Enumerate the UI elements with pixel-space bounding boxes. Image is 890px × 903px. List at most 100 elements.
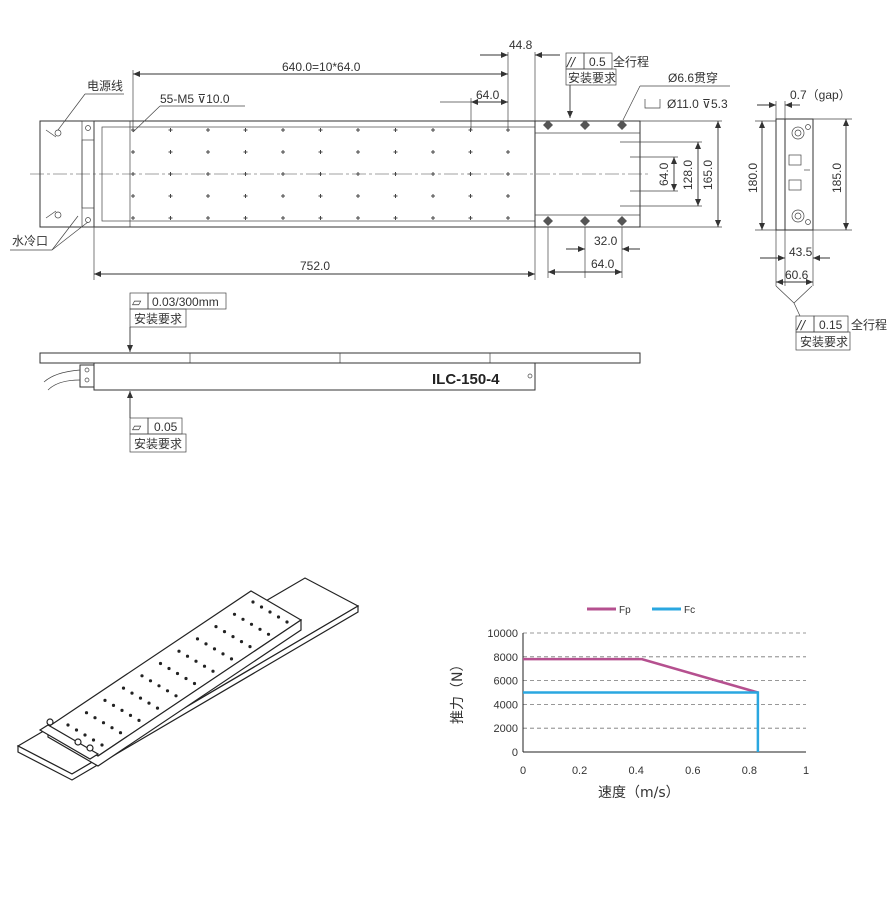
iso-hole: [165, 689, 170, 693]
legend-label-fp: Fp: [619, 605, 631, 616]
mount-hole: [318, 216, 323, 220]
svg-text:0.15: 0.15: [819, 318, 843, 332]
iso-hole: [221, 652, 225, 656]
dim-180: 180.0: [746, 163, 760, 193]
iso-hole: [118, 731, 123, 735]
y-tick-label: 10000: [487, 628, 518, 640]
tolerance-frame-parallel-0-15: // 0.15 全行程 安装要求: [795, 315, 887, 351]
gap-label: 0.7（gap）: [790, 88, 851, 102]
iso-hole: [232, 612, 237, 616]
iso-hole: [121, 686, 126, 690]
mount-hole: [206, 172, 210, 176]
iso-hole: [285, 620, 289, 624]
dim-64-top: 64.0: [476, 88, 500, 102]
iso-hole: [239, 640, 244, 644]
x-tick-label: 0: [520, 765, 526, 777]
svg-text:0.5: 0.5: [589, 55, 606, 69]
mount-hole: [168, 194, 173, 198]
iso-hole: [266, 632, 271, 636]
iso-hole: [101, 721, 106, 725]
mount-hole: [243, 172, 248, 176]
iso-hole: [229, 657, 234, 661]
iso-hole: [93, 716, 97, 720]
iso-hole: [194, 659, 198, 663]
mount-hole: [281, 194, 285, 198]
top-view: 640.0=10*64.0 44.8 64.0 55-M5 ⊽10.0 电源线 …: [10, 38, 730, 280]
dim-44-8: 44.8: [509, 38, 533, 52]
mount-hole: [356, 150, 360, 154]
iso-hole: [103, 698, 107, 703]
iso-hole: [110, 726, 114, 730]
mount-hole: [468, 194, 473, 198]
iso-hole: [74, 728, 79, 732]
mount-hole: [318, 150, 323, 154]
iso-hole: [258, 627, 262, 631]
mount-hole: [393, 150, 398, 154]
mount-hole: [206, 194, 210, 198]
dim-640: 640.0=10*64.0: [282, 60, 361, 74]
iso-hole: [248, 645, 252, 649]
iso-hole: [202, 664, 207, 668]
iso-hole: [212, 647, 217, 651]
water-cooling-label: 水冷口: [12, 234, 48, 248]
mount-hole: [318, 194, 323, 198]
iso-hole: [120, 708, 124, 713]
mount-hole: [281, 150, 285, 154]
iso-hole: [83, 733, 87, 737]
y-tick-label: 8000: [494, 652, 518, 664]
svg-text:▱: ▱: [132, 295, 142, 309]
side-view: ILC-150-4 ▱ 0.03/300mm 安装要求 ▱ 0.05 安装要求: [39, 292, 641, 453]
iso-hole: [138, 696, 143, 700]
mount-hole: [356, 216, 360, 220]
iso-hole: [158, 661, 163, 666]
mount-hole: [281, 172, 285, 176]
svg-text:▱: ▱: [132, 420, 142, 434]
svg-text:安装要求: 安装要求: [134, 311, 182, 326]
mount-hole: [131, 172, 135, 176]
svg-text:0.03/300mm: 0.03/300mm: [152, 295, 219, 309]
iso-hole: [211, 669, 215, 673]
mount-hole: [243, 194, 248, 198]
dim-43-5: 43.5: [789, 245, 813, 259]
mount-hole: [168, 172, 173, 176]
iso-hole: [155, 706, 160, 710]
dim-64-v: 64.0: [657, 162, 671, 186]
svg-text://: //: [566, 55, 577, 69]
iso-hole: [100, 743, 104, 747]
y-tick-label: 6000: [494, 676, 518, 688]
mount-hole: [243, 150, 248, 154]
mount-hole: [506, 194, 510, 198]
mount-hole: [356, 194, 360, 198]
mount-hole: [506, 150, 510, 154]
iso-hole: [84, 711, 89, 715]
iso-hole: [137, 718, 141, 723]
side-forcer: [93, 362, 536, 391]
mount-hole: [206, 150, 210, 154]
iso-hole: [184, 676, 188, 681]
iso-hole: [231, 635, 235, 639]
dim-60-6: 60.6: [785, 268, 809, 282]
mount-hole: [318, 172, 323, 176]
tolerance-frame-flatness-0-05: ▱ 0.05 安装要求: [127, 391, 187, 453]
legend: Fp Fc: [587, 605, 695, 616]
svg-text:安装要求: 安装要求: [800, 334, 848, 349]
mount-hole: [318, 128, 323, 132]
mount-hole: [431, 172, 435, 176]
svg-text:安装要求: 安装要求: [568, 70, 616, 85]
stator-hole-markers: [543, 120, 627, 226]
iso-hole: [130, 691, 134, 695]
mount-hole: [506, 172, 510, 176]
through-hole-label: Ø6.6贯穿: [668, 70, 718, 85]
mount-hole: [431, 128, 435, 132]
mount-hole: [431, 194, 435, 198]
x-tick-label: 1: [803, 765, 809, 777]
svg-text://: //: [796, 318, 807, 332]
mount-hole: [131, 194, 135, 198]
mount-hole: [206, 216, 210, 220]
iso-hole: [195, 637, 200, 641]
iso-hole: [175, 671, 180, 676]
mount-hole: [168, 128, 173, 132]
iso-hole: [204, 642, 208, 646]
iso-hole: [268, 610, 272, 614]
svg-text:全行程: 全行程: [613, 54, 649, 69]
